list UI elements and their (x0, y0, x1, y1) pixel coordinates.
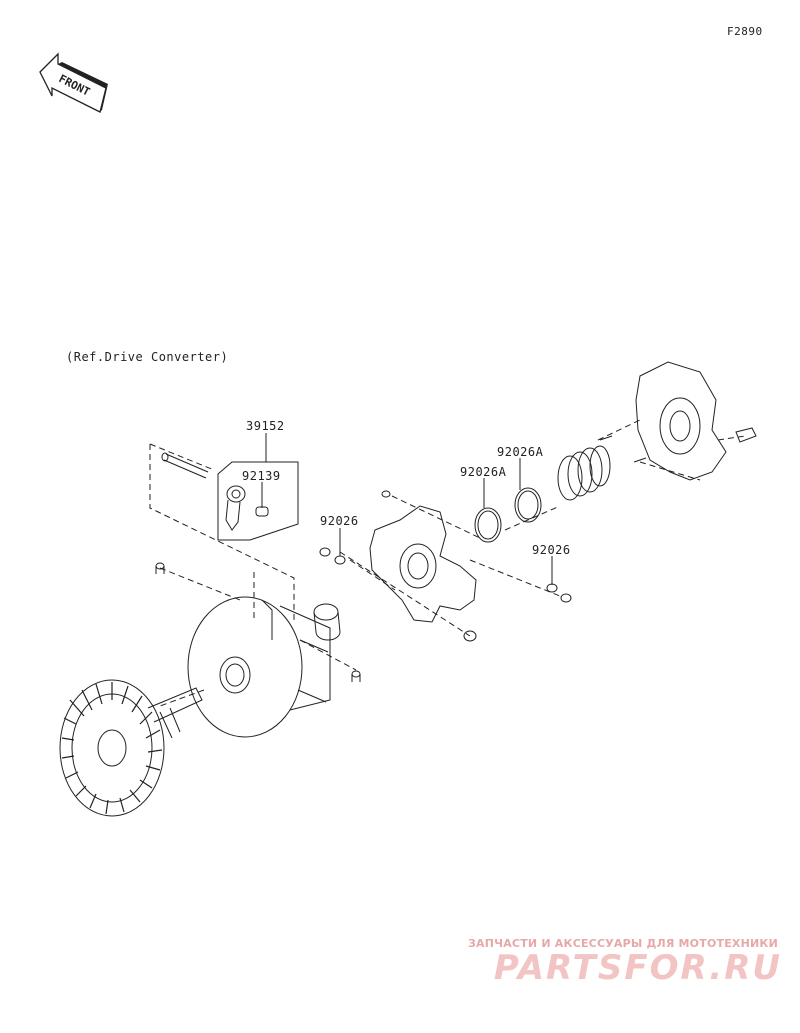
cover-plate (599, 361, 757, 481)
watermark-logo: PARTSFOR.RU (493, 948, 782, 988)
movable-sheave (187, 596, 331, 738)
bolt-left-upper (155, 562, 165, 574)
o-ring-a-left (474, 507, 502, 543)
washer-right (546, 583, 572, 603)
o-ring-a-right (514, 487, 542, 523)
callout-92026a-right: 92026A (497, 445, 544, 459)
spider-plate (369, 490, 477, 642)
front-arrow-icon: FRONT (39, 52, 108, 113)
callout-92139: 92139 (242, 469, 281, 483)
roller-weight (225, 485, 269, 531)
assembly-lines (149, 419, 746, 707)
fixed-sheave-fins (61, 682, 163, 815)
bolt-right-lower (351, 670, 361, 682)
kit-bracket (217, 461, 299, 541)
callout-92026-left: 92026 (320, 514, 359, 528)
fixed-sheave (59, 679, 203, 817)
weight-pin-shaft (161, 452, 209, 479)
callout-92026-right: 92026 (532, 543, 571, 557)
washer-left (319, 547, 346, 565)
watermark-tagline: ЗАПЧАСТИ И АКСЕССУАРЫ ДЛЯ МОТОТЕХНИКИ (468, 937, 778, 950)
callout-92026a-left: 92026A (460, 465, 507, 479)
callout-39152: 39152 (246, 419, 285, 433)
figure-code: F2890 (727, 25, 763, 38)
reference-note: (Ref.Drive Converter) (66, 350, 229, 364)
bushing (313, 603, 341, 641)
callout-leaders (261, 433, 553, 585)
spring (557, 445, 611, 501)
